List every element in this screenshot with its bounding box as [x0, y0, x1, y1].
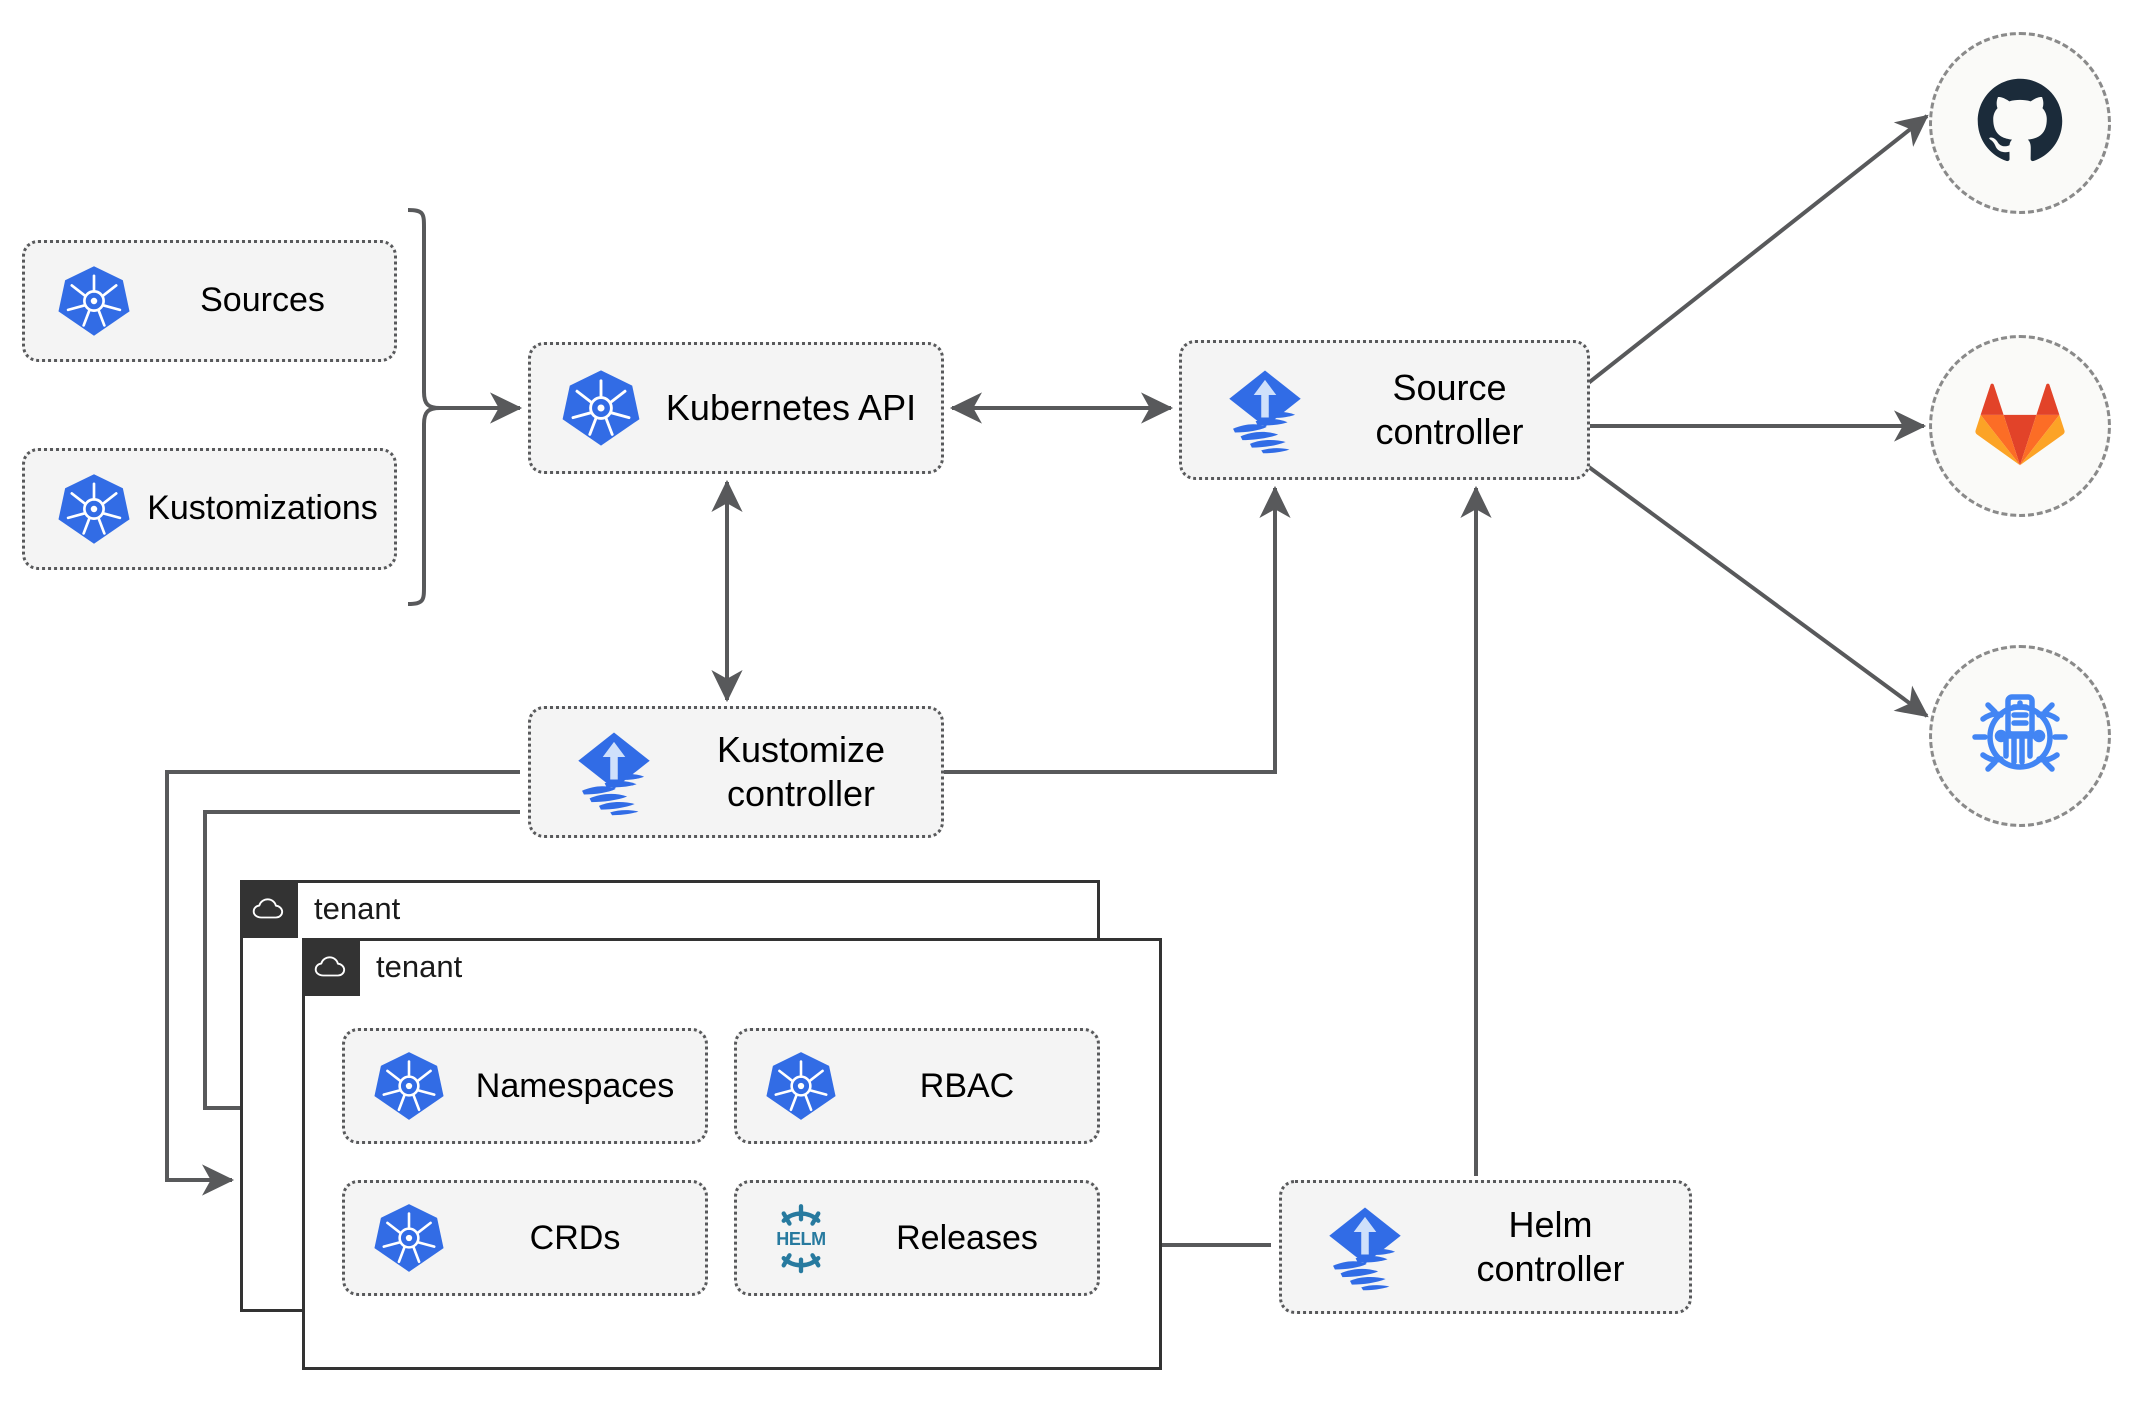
flux-icon — [1218, 363, 1312, 457]
node-kustomizations-label: Kustomizations — [147, 489, 378, 528]
kubernetes-icon — [373, 1050, 445, 1122]
external-helm-repository[interactable] — [1929, 645, 2111, 827]
node-kubernetes-api-label: Kubernetes API — [665, 387, 917, 429]
brace-inputs — [407, 208, 441, 606]
tenant-frame-front[interactable]: tenant — [302, 938, 1162, 1370]
node-sources[interactable]: Sources — [22, 240, 397, 362]
kubernetes-icon — [57, 264, 131, 338]
kubernetes-icon — [57, 472, 131, 546]
helm-icon: HELM — [765, 1202, 837, 1274]
node-kustomize-controller-label: Kustomize controller — [716, 729, 886, 814]
card-rbac[interactable]: RBAC — [734, 1028, 1100, 1144]
cloud-icon — [302, 938, 360, 996]
edge-sourcecontroller-github — [1580, 114, 1929, 390]
node-kubernetes-api[interactable]: Kubernetes API — [528, 342, 944, 474]
node-sources-label: Sources — [200, 281, 325, 320]
card-crds-label: CRDs — [529, 1218, 621, 1257]
tenant-back-titlebar: tenant — [240, 880, 400, 938]
node-kustomizations[interactable]: Kustomizations — [22, 448, 397, 570]
external-gitlab[interactable] — [1929, 335, 2111, 517]
card-releases-label: Releases — [896, 1218, 1038, 1257]
card-namespaces-label: Namespaces — [475, 1066, 675, 1105]
flux-icon — [567, 725, 661, 819]
github-icon — [1972, 73, 2068, 174]
kubernetes-icon — [765, 1050, 837, 1122]
card-crds[interactable]: CRDs — [342, 1180, 708, 1296]
node-source-controller-label: Source controller — [1375, 367, 1524, 452]
node-helm-controller-label: Helm controller — [1476, 1204, 1625, 1289]
card-rbac-label: RBAC — [919, 1066, 1015, 1105]
tenant-front-titlebar: tenant — [302, 938, 462, 996]
edge-sourcecontroller-helmrepository — [1580, 460, 1929, 718]
card-namespaces[interactable]: Namespaces — [342, 1028, 708, 1144]
kubernetes-icon — [561, 368, 641, 448]
node-kustomize-controller[interactable]: Kustomize controller — [528, 706, 944, 838]
kubernetes-icon — [373, 1202, 445, 1274]
tenant-back-label: tenant — [314, 891, 401, 926]
node-helm-controller[interactable]: Helm controller — [1279, 1180, 1692, 1314]
card-releases[interactable]: HELM Releases — [734, 1180, 1100, 1296]
node-source-controller[interactable]: Source controller — [1179, 340, 1590, 480]
edge-kustomizecontroller-sourcecontroller — [944, 485, 1291, 774]
helm-repository-icon — [1970, 684, 2070, 789]
cloud-icon — [240, 880, 298, 938]
external-github[interactable] — [1929, 32, 2111, 214]
tenant-front-label: tenant — [376, 949, 463, 984]
flux-icon — [1318, 1200, 1412, 1294]
gitlab-icon — [1973, 379, 2067, 474]
svg-text:HELM: HELM — [776, 1229, 826, 1249]
